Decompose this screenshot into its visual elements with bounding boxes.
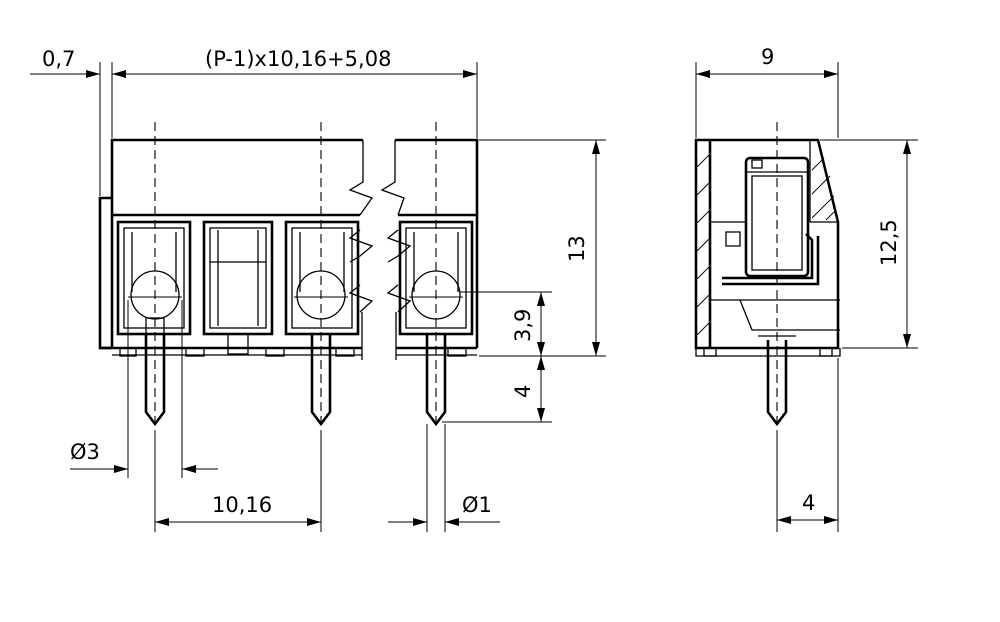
middle-cell: [202, 220, 274, 355]
clamp-cell-2: [284, 220, 360, 336]
dim-offset-label: 0,7: [42, 47, 75, 71]
dim-side-width-label: 9: [761, 45, 774, 69]
side-hatching-left: [695, 153, 711, 337]
dim-pin-length-label: 4: [511, 385, 535, 398]
dim-hole-diameter-label: Ø3: [70, 440, 100, 464]
dim-side-pin-position-label: 4: [802, 491, 815, 515]
dim-total-length-label: (P-1)x10,16+5,08: [205, 47, 391, 71]
dim-pin-offset-label: 3,9: [511, 309, 535, 342]
side-clamp-screw: [744, 156, 810, 278]
dim-height-label: 13: [565, 235, 589, 262]
dim-side-height-label: 12,5: [877, 219, 901, 266]
side-hatching-right: [809, 140, 838, 223]
front-view: 0,7 (P-1)x10,16+5,08 13 3,9 4 Ø3: [30, 47, 606, 532]
side-view: 9 12,5 4: [694, 45, 918, 532]
clamp-cell-1: [116, 220, 192, 336]
dim-pin-diameter-label: Ø1: [462, 493, 492, 517]
dim-pitch-label: 10,16: [212, 493, 272, 517]
